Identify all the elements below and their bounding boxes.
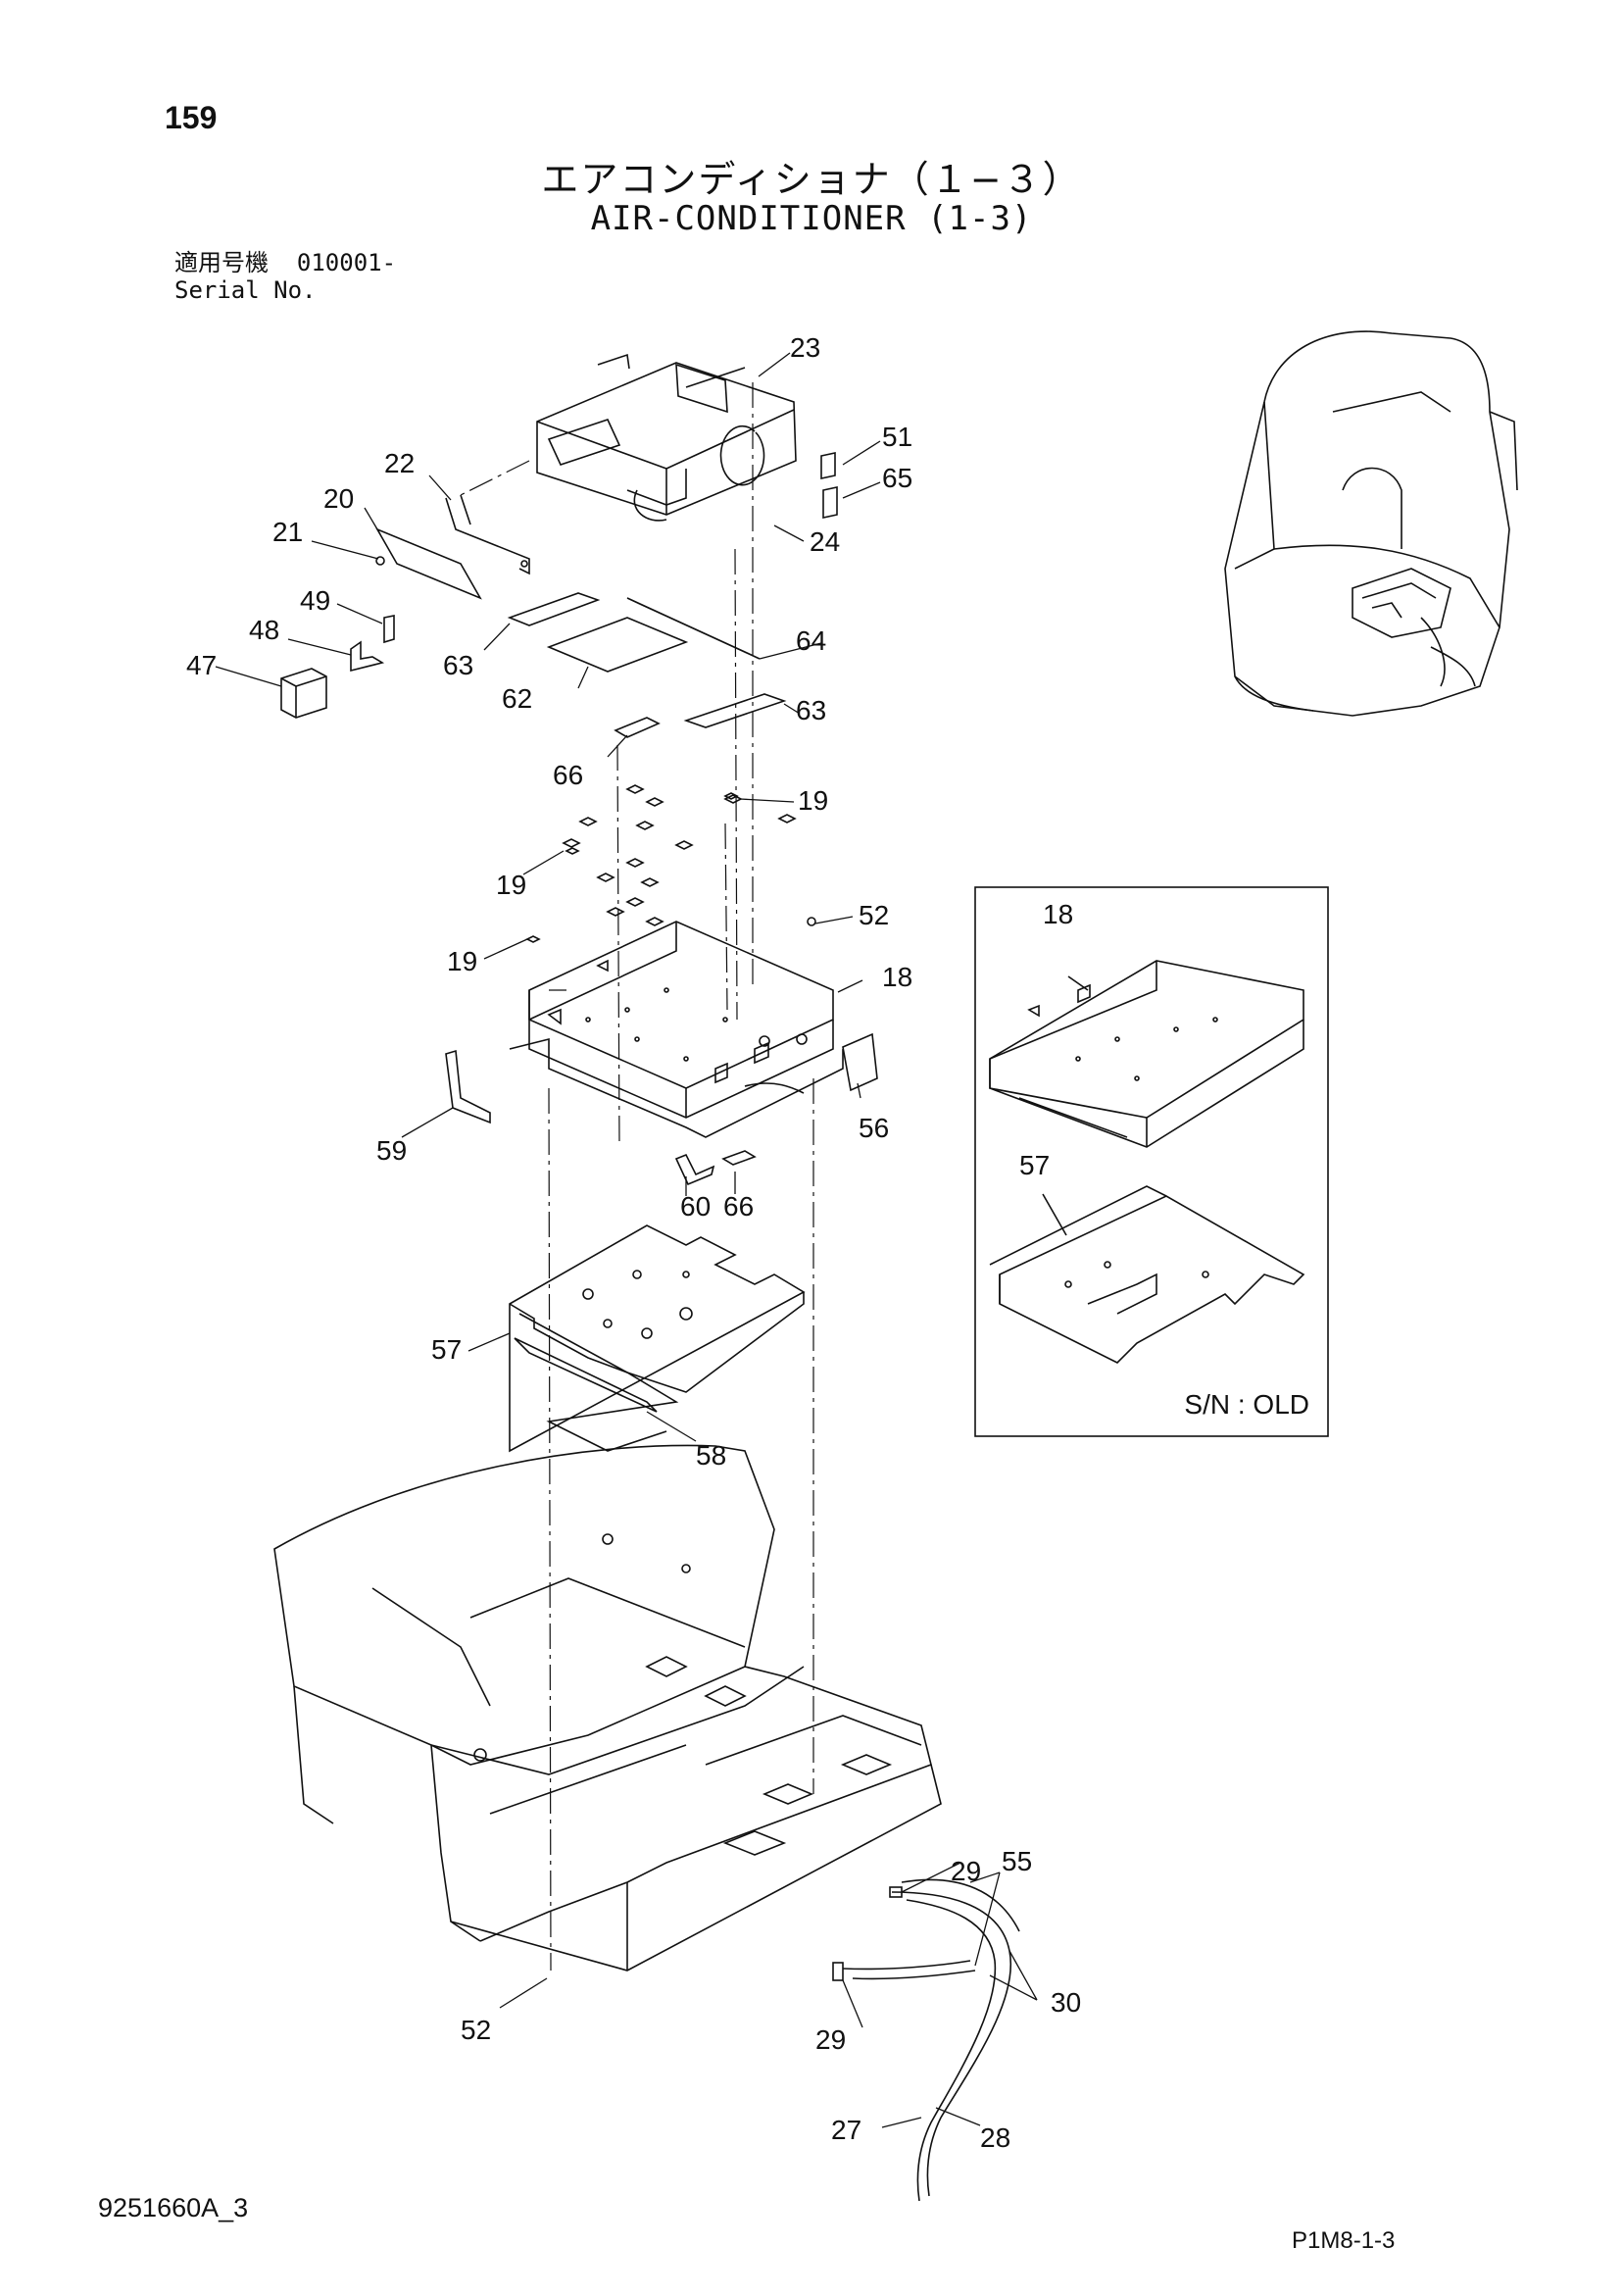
serial-label-en: Serial No. (174, 276, 317, 304)
callout-30: 30 (1051, 1987, 1081, 2018)
serial-info: 適用号機 010001- Serial No. (174, 249, 396, 304)
inset-caption: S/N : OLD (1184, 1389, 1309, 1420)
callout-21: 21 (272, 517, 303, 547)
callout-20: 20 (323, 483, 354, 514)
inset-callout-18: 18 (1043, 899, 1073, 929)
callout-29a: 29 (951, 1856, 981, 1886)
callout-28: 28 (980, 2122, 1010, 2153)
callout-66a: 66 (553, 760, 583, 790)
seal-strips (507, 592, 787, 738)
center-lines (460, 382, 814, 1972)
cab-locator-drawing (1224, 330, 1518, 717)
side-plates (445, 1032, 878, 1186)
document-id: 9251660A_3 (98, 2193, 249, 2222)
callout-52b: 52 (461, 2015, 491, 2045)
title-japanese: エアコンディショナ（１−３） (541, 158, 1082, 201)
page-code: P1M8-1-3 (1292, 2227, 1396, 2254)
callout-22: 22 (384, 448, 415, 478)
callout-65: 65 (882, 463, 912, 493)
callout-48: 48 (249, 615, 279, 645)
serial-label-jp: 適用号機 (174, 249, 269, 276)
small-parts-left (280, 452, 838, 719)
callout-58: 58 (696, 1440, 726, 1471)
callout-51: 51 (882, 422, 912, 452)
callout-59: 59 (376, 1135, 407, 1166)
callout-27: 27 (831, 2115, 861, 2145)
callout-57: 57 (431, 1334, 462, 1365)
ac-unit-drawing (536, 353, 797, 522)
callout-56: 56 (859, 1113, 889, 1143)
callout-49: 49 (300, 585, 330, 616)
inset-callout-57: 57 (1019, 1150, 1050, 1180)
callout-64: 64 (796, 625, 826, 656)
callout-55: 55 (1002, 1846, 1032, 1876)
inset-old-serial (974, 886, 1329, 1437)
hose-drawing (832, 1878, 1020, 2202)
callout-29b: 29 (815, 2024, 846, 2055)
callout-52a: 52 (859, 900, 889, 930)
cab-floor-frame (273, 1444, 942, 1972)
page-number: 159 (165, 100, 218, 135)
callout-63a: 63 (443, 650, 473, 680)
callout-60: 60 (680, 1191, 711, 1222)
callout-24: 24 (810, 526, 840, 557)
callout-47: 47 (186, 650, 217, 680)
callout-62: 62 (502, 683, 532, 714)
callout-19c: 19 (447, 946, 477, 976)
callout-19a: 19 (798, 785, 828, 816)
callout-23: 23 (790, 332, 820, 363)
callout-19b: 19 (496, 870, 526, 900)
base-tray-drawing (509, 917, 844, 1138)
callout-labels: 23 51 65 24 22 20 21 49 48 47 63 62 64 6… (186, 332, 1309, 2153)
callout-66b: 66 (723, 1191, 754, 1222)
callout-18: 18 (882, 962, 912, 992)
floor-plate-drawing (509, 1224, 806, 1453)
clip-field (525, 784, 797, 943)
leader-lines (215, 352, 1038, 2128)
title-english: AIR-CONDITIONER (1-3) (590, 199, 1033, 238)
serial-value: 010001- (296, 249, 397, 276)
bracket-drawing (375, 494, 530, 600)
callout-63b: 63 (796, 695, 826, 725)
